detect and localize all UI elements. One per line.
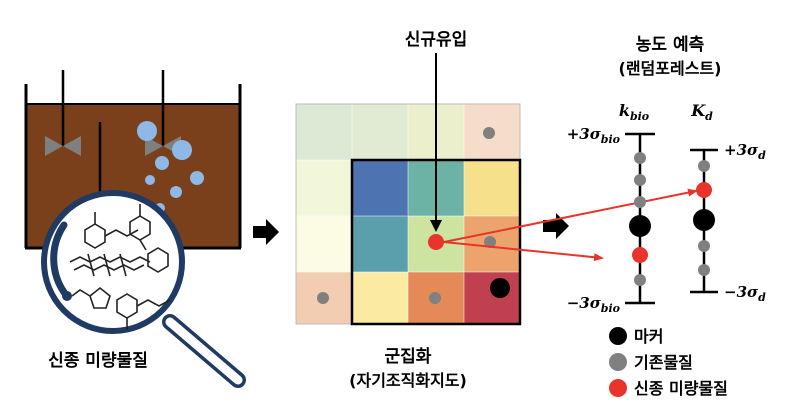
mixer-icon bbox=[45, 70, 81, 156]
existing-substance-dot bbox=[483, 127, 495, 139]
existing-substance-dot bbox=[634, 196, 646, 208]
kbio-bottom-label: −3σbio bbox=[567, 294, 620, 315]
kd-symbol: Kd bbox=[690, 101, 713, 123]
existing-substance-dot bbox=[698, 240, 710, 252]
prediction-arrow-kd bbox=[443, 188, 698, 243]
marker-dot bbox=[629, 215, 651, 237]
som-grid bbox=[295, 103, 522, 326]
existing-substance-dot bbox=[634, 152, 646, 164]
kd-top-label: +3σd bbox=[724, 141, 766, 162]
magnifier-icon bbox=[41, 190, 246, 388]
kbio-axis: kbio +3σbio −3σbio bbox=[567, 101, 655, 315]
kbio-top-label: +3σbio bbox=[567, 125, 620, 146]
marker-dot bbox=[693, 209, 715, 231]
existing-substance-dot bbox=[698, 264, 710, 276]
new-inflow-label: 신규유입 bbox=[405, 30, 468, 50]
marker-dot bbox=[490, 278, 510, 298]
legend-item: 기존물질 bbox=[609, 353, 693, 372]
som-subtitle: (자기조직화지도) bbox=[349, 371, 467, 390]
legend-swatch bbox=[609, 327, 627, 345]
legend-label: 신종 미량물질 bbox=[634, 379, 728, 398]
legend-item: 신종 미량물질 bbox=[609, 379, 728, 398]
new-substance-dot bbox=[428, 234, 444, 250]
down-arrow-icon bbox=[430, 53, 442, 232]
molecule-structures bbox=[69, 204, 171, 330]
legend-swatch bbox=[609, 353, 627, 371]
existing-substance-dot bbox=[484, 236, 496, 248]
new-substance-dot bbox=[696, 182, 712, 198]
som-title: 군집화 bbox=[385, 347, 432, 367]
prediction-title: 농도 예측 bbox=[636, 35, 705, 55]
prediction-subtitle: (랜덤포레스트) bbox=[619, 59, 722, 78]
kbio-symbol: kbio bbox=[619, 101, 649, 123]
flow-arrow bbox=[543, 213, 569, 239]
new-substance-dot bbox=[632, 247, 648, 263]
existing-substance-dot bbox=[429, 292, 441, 304]
prediction-arrow-kbio bbox=[443, 241, 604, 262]
legend-swatch bbox=[609, 379, 627, 397]
existing-substance-dot bbox=[634, 174, 646, 186]
tank-caption: 신종 미량물질 bbox=[48, 350, 148, 371]
legend-label: 기존물질 bbox=[634, 353, 693, 372]
legend-label: 마커 bbox=[634, 327, 663, 346]
legend: 마커 기존물질 신종 미량물질 bbox=[609, 327, 728, 398]
kd-axis: Kd +3σd −3σd bbox=[690, 101, 766, 304]
existing-substance-dot bbox=[698, 160, 710, 172]
existing-substance-dot bbox=[634, 274, 646, 286]
legend-item: 마커 bbox=[609, 327, 663, 346]
flow-arrow bbox=[253, 219, 279, 245]
kd-bottom-label: −3σd bbox=[724, 283, 766, 304]
existing-substance-dot bbox=[317, 292, 329, 304]
